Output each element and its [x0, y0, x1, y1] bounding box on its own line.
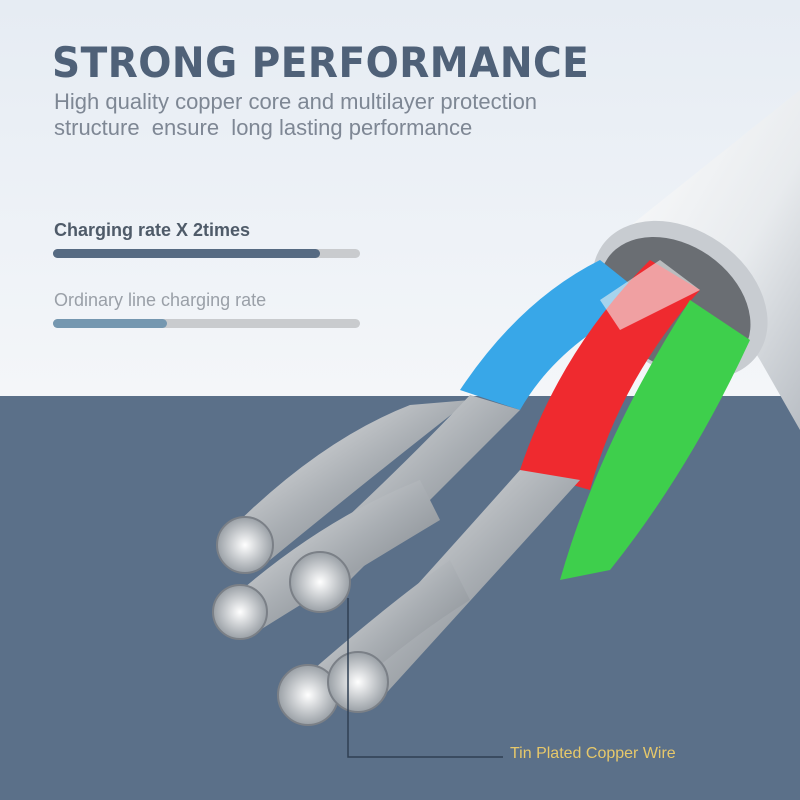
colored-insulated-wires	[460, 260, 750, 580]
ordinary-rate-bar	[53, 319, 360, 328]
callout-label: Tin Plated Copper Wire	[510, 745, 676, 762]
fast-rate-label: Charging rate X 2times	[54, 220, 251, 240]
ordinary-rate-fill	[53, 319, 167, 328]
strand-ends	[212, 516, 389, 726]
page-title: STRONG PERFORMANCE	[52, 38, 590, 87]
fast-rate-bar	[53, 249, 360, 258]
subtitle: High quality copper core and multilayer …	[54, 89, 538, 140]
callout-leader-line	[347, 598, 503, 758]
copper-strands	[230, 395, 580, 720]
fast-rate-fill	[53, 249, 321, 258]
ordinary-rate-label: Ordinary line charging rate	[54, 290, 267, 310]
